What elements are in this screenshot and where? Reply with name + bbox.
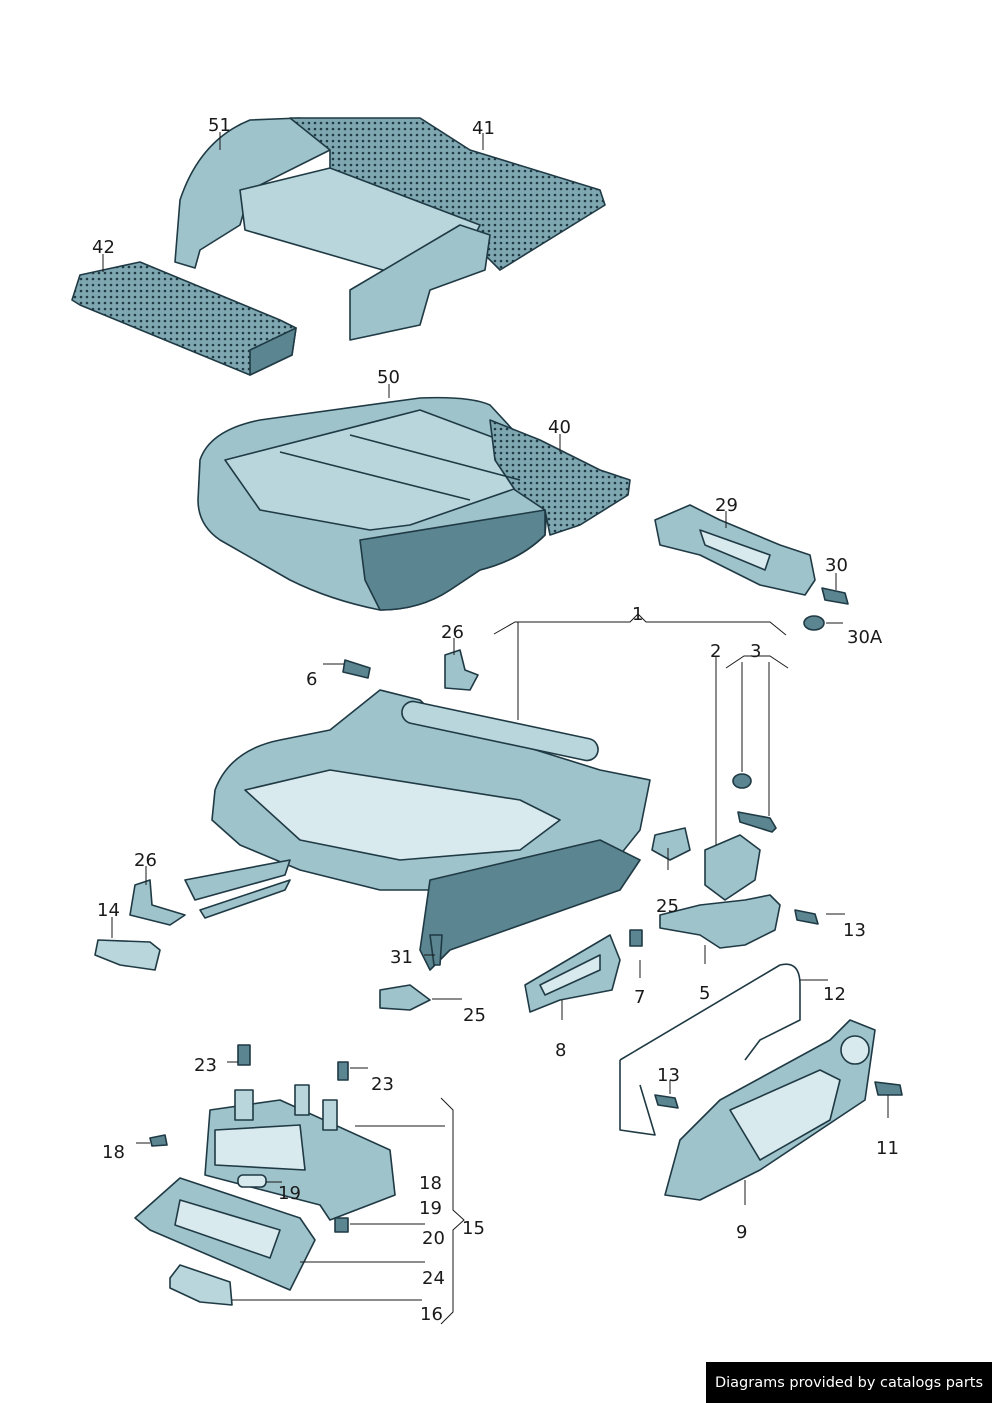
screw-20[interactable] (334, 1217, 349, 1233)
callout-18-right: 18 (419, 1173, 442, 1194)
callout-26-top: 26 (441, 622, 464, 643)
callout-26-left: 26 (134, 850, 157, 871)
callout-51: 51 (208, 115, 231, 136)
credit-banner: Diagrams provided by catalogs parts (706, 1362, 992, 1403)
callout-23-left: 23 (194, 1055, 217, 1076)
seat-frame[interactable] (184, 689, 651, 971)
callout-23-right: 23 (371, 1074, 394, 1095)
screw-13-bottom[interactable] (654, 1094, 679, 1109)
clip-26-top[interactable] (444, 649, 479, 691)
callout-31: 31 (390, 947, 413, 968)
cover-25-bottom[interactable] (379, 984, 431, 1011)
callout-13-top: 13 (843, 920, 866, 941)
callout-50: 50 (377, 367, 400, 388)
callout-25-middle: 25 (656, 896, 679, 917)
callout-42: 42 (92, 237, 115, 258)
callout-11: 11 (876, 1138, 899, 1159)
drawer-tray-24[interactable] (134, 1177, 316, 1291)
screw-23-right[interactable] (337, 1061, 349, 1081)
callout-30: 30 (825, 555, 848, 576)
plate-5[interactable] (659, 894, 781, 949)
callout-19-inner: 19 (278, 1183, 301, 1204)
callout-1: 1 (632, 604, 643, 625)
callout-13-bottom: 13 (657, 1065, 680, 1086)
callout-29: 29 (715, 495, 738, 516)
motor-housing-2[interactable] (704, 834, 761, 901)
callout-12: 12 (823, 984, 846, 1005)
clip-7[interactable] (629, 929, 643, 947)
callout-14: 14 (97, 900, 120, 921)
callout-7: 7 (634, 987, 645, 1008)
screw-18[interactable] (149, 1134, 168, 1147)
callout-5: 5 (699, 983, 710, 1004)
cushion-cover-upper[interactable] (174, 117, 606, 341)
handle-16[interactable] (169, 1264, 233, 1306)
callout-8: 8 (555, 1040, 566, 1061)
clip-11[interactable] (874, 1081, 903, 1096)
callout-40: 40 (548, 417, 571, 438)
screw-13-top[interactable] (794, 909, 819, 925)
clip-26-left[interactable] (129, 879, 186, 926)
seat-cushion[interactable] (197, 396, 631, 611)
nut-3[interactable] (732, 773, 752, 789)
nut-30A[interactable] (803, 615, 825, 631)
callout-25-bottom: 25 (463, 1005, 486, 1026)
side-cover-9[interactable] (664, 1019, 876, 1201)
callout-30A: 30A (847, 627, 883, 648)
callout-15: 15 (462, 1218, 485, 1239)
callout-19-right: 19 (419, 1198, 442, 1219)
bracket-29[interactable] (654, 504, 816, 596)
callout-labels: 51 41 42 50 40 29 30 30A 1 26 6 2 3 26 1… (92, 115, 899, 1325)
callout-24: 24 (422, 1268, 445, 1289)
wire-12[interactable] (619, 963, 801, 1136)
latch-19[interactable] (237, 1174, 267, 1188)
screw-30[interactable] (821, 587, 849, 605)
front-pad[interactable] (71, 261, 297, 376)
callout-9: 9 (736, 1222, 747, 1243)
callout-18-left: 18 (102, 1142, 125, 1163)
callout-2: 2 (710, 641, 721, 662)
bracket-25-right[interactable] (651, 827, 691, 861)
leader-lines (102, 132, 889, 1325)
callout-6: 6 (306, 669, 317, 690)
screw-23-left[interactable] (237, 1044, 251, 1066)
callout-16: 16 (420, 1304, 443, 1325)
callout-41: 41 (472, 118, 495, 139)
screw-6[interactable] (342, 659, 371, 679)
drawer-housing-15[interactable] (204, 1084, 396, 1221)
callout-3: 3 (750, 641, 761, 662)
screw-3[interactable] (737, 811, 777, 833)
callout-20: 20 (422, 1228, 445, 1249)
trim-8[interactable] (524, 934, 621, 1013)
cover-14[interactable] (94, 939, 161, 971)
